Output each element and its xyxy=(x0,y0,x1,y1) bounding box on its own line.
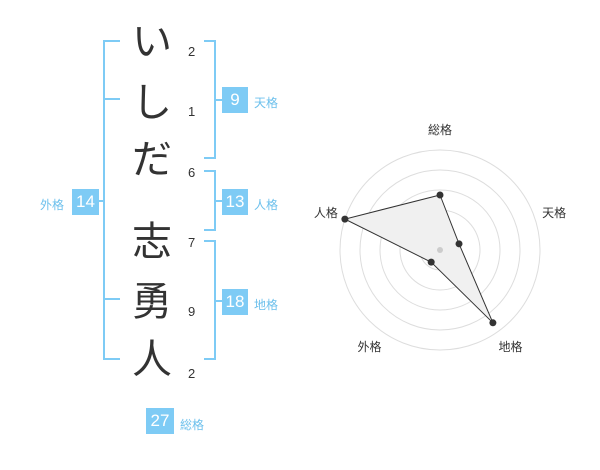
radar-point-1 xyxy=(436,191,444,199)
gaikaku-tick-bottom xyxy=(103,298,120,300)
tenkaku-badge: 9 xyxy=(222,87,248,113)
radar-axis-label-1: 総格 xyxy=(428,122,452,137)
jinkaku-connector xyxy=(214,200,222,202)
radar-axis-label-2: 天格 xyxy=(542,205,566,220)
stroke-count-6: 2 xyxy=(188,366,196,381)
radar-axis-label-4: 外格 xyxy=(357,339,381,354)
radar-grid-ring xyxy=(379,189,501,311)
radar-grid-ring xyxy=(339,149,541,351)
name-char-3: だ xyxy=(132,137,172,183)
radar-axis-label-5: 人格 xyxy=(314,205,338,220)
radar-point-3 xyxy=(489,319,497,327)
radar-point-2 xyxy=(455,240,463,248)
name-char-6: 人 xyxy=(132,337,172,383)
gaikaku-label: 外格 xyxy=(40,198,65,212)
soukaku-badge: 27 xyxy=(146,408,174,434)
name-char-5: 勇 xyxy=(132,279,172,325)
name-char-4: 志 xyxy=(132,219,172,265)
stroke-count-5: 9 xyxy=(188,304,196,319)
stroke-count-3: 6 xyxy=(188,165,196,180)
chikaku-connector xyxy=(214,300,222,302)
jinkaku-badge: 13 xyxy=(222,189,248,215)
radar-area xyxy=(343,194,494,324)
radar-point-4 xyxy=(427,258,435,266)
name-char-2: し xyxy=(132,80,172,126)
radar-center-dot xyxy=(437,247,443,253)
gaikaku-tick-top xyxy=(103,98,120,100)
stroke-count-4: 7 xyxy=(188,235,196,250)
stroke-count-2: 1 xyxy=(188,104,196,119)
radar-axis-label-3: 地格 xyxy=(499,339,523,354)
soukaku-label: 総格 xyxy=(180,418,205,432)
radar-point-5 xyxy=(341,215,349,223)
chikaku-badge: 18 xyxy=(222,289,248,315)
gaikaku-badge: 14 xyxy=(72,189,99,215)
tenkaku-connector xyxy=(214,99,222,101)
jinkaku-label: 人格 xyxy=(254,198,279,212)
name-char-1: い xyxy=(132,19,172,65)
stroke-count-1: 2 xyxy=(188,44,196,59)
chikaku-label: 地格 xyxy=(254,298,279,312)
gaikaku-connector xyxy=(99,200,105,202)
tenkaku-label: 天格 xyxy=(254,96,279,110)
radar-grid-ring xyxy=(359,169,521,331)
